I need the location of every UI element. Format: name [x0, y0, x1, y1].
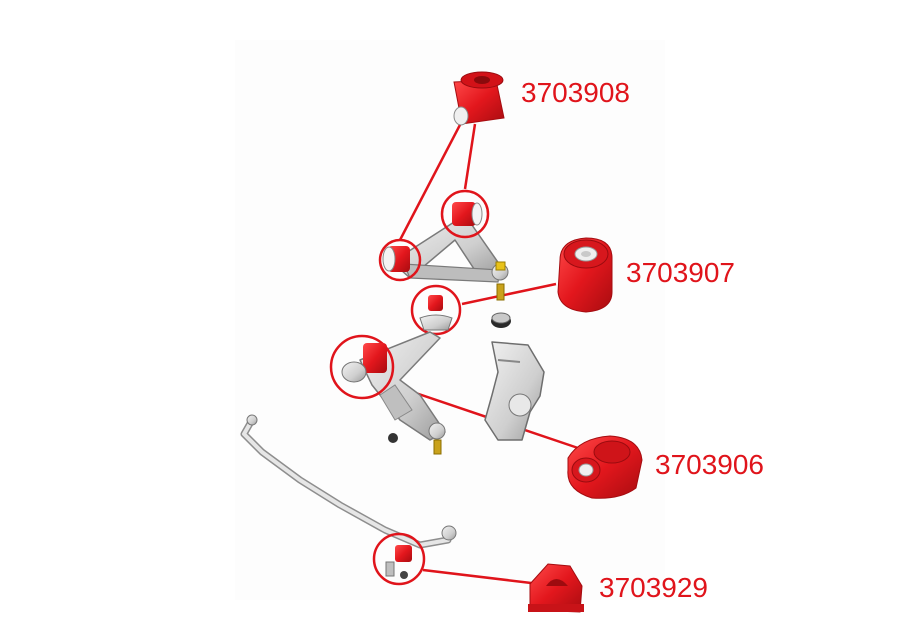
callout-line: [422, 568, 549, 587]
bushing-3703906-image: [567, 435, 643, 499]
bushing-3703907-image: [557, 237, 613, 313]
damper-fork: [410, 284, 462, 336]
lower-arm-bushing: [329, 334, 395, 400]
steering-knuckle: [484, 341, 545, 441]
part-label-3703929: 3703929: [599, 572, 709, 603]
part-label-3703908: 3703908: [521, 77, 631, 108]
upper-arm-rear-bushing: [440, 189, 490, 239]
stabilizer-bushing-detail: [372, 532, 426, 586]
callout-line: [463, 123, 477, 190]
isolator-ring: [491, 312, 511, 328]
part-label-3703906: 3703906: [655, 449, 765, 480]
callout-line: [398, 120, 464, 241]
stabilizer-bar: [240, 414, 457, 549]
part-label-3703907: 3703907: [626, 257, 736, 288]
upper-arm-front-bushing: [378, 238, 422, 282]
bushing-3703929-image: [528, 563, 584, 613]
bushing-3703908-image: [453, 71, 505, 126]
callout-line: [461, 282, 557, 306]
